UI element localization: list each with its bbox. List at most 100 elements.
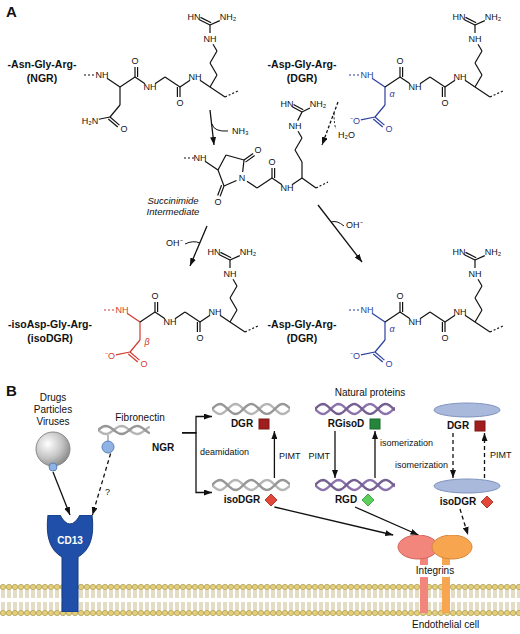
edge-label: isomerization xyxy=(379,438,434,448)
chemical-bond xyxy=(184,157,194,158)
chemical-bond xyxy=(140,312,155,322)
chemical-bond xyxy=(128,354,137,362)
panel-letter: A xyxy=(6,3,17,20)
intermediate-name: Succinimide Intermediate xyxy=(136,196,210,218)
atom-label: O xyxy=(385,124,392,134)
chemical-bond xyxy=(154,302,155,312)
chemical-bond xyxy=(373,119,382,127)
protein-strand xyxy=(98,426,150,434)
edge-label: isomerization xyxy=(394,460,449,470)
residue-marker xyxy=(264,493,278,507)
atom-label: NH xyxy=(409,317,422,327)
chemical-bond xyxy=(372,313,385,322)
protein-body xyxy=(434,403,500,417)
chemical-bond xyxy=(205,161,218,170)
chemical-bond xyxy=(442,322,443,332)
protein-strand xyxy=(315,404,395,414)
chemical-bond xyxy=(199,322,200,332)
protein-strand xyxy=(98,426,150,434)
connector-arrow xyxy=(355,507,419,535)
chemical-bond xyxy=(474,260,475,268)
atom-label: NH xyxy=(469,34,482,44)
atom-label: O xyxy=(441,333,448,343)
chemical-bond xyxy=(230,298,237,310)
integrin-stem xyxy=(420,553,428,613)
atom-label: NH xyxy=(289,121,302,131)
chemical-bond xyxy=(134,67,135,77)
chemical-bond xyxy=(475,63,482,75)
residue-diamond xyxy=(481,496,493,508)
chemical-bond xyxy=(197,322,198,332)
atom-label: NH xyxy=(361,70,374,80)
chemical-bond xyxy=(444,87,445,97)
particle xyxy=(36,432,70,466)
chemical-bond xyxy=(475,75,482,87)
atom-label: HN xyxy=(453,12,466,22)
atom-label: NH xyxy=(116,305,129,315)
protein-fiber: RGisoD xyxy=(315,402,395,431)
chemical-bond xyxy=(373,354,382,362)
chemical-bond xyxy=(233,279,237,286)
chemical-bond xyxy=(402,67,403,77)
fiber-icon xyxy=(212,402,290,416)
chemical-bond xyxy=(385,77,400,87)
atom-label: NH xyxy=(96,70,109,80)
chemical-bond xyxy=(490,91,503,97)
chemical-bond xyxy=(218,155,226,170)
connector-arrow xyxy=(484,433,485,478)
residue-marker xyxy=(361,493,375,507)
atom-label: HN xyxy=(188,12,201,22)
chemical-bond xyxy=(464,255,475,260)
integrin-stem xyxy=(442,553,450,613)
atom-label: NH₂ xyxy=(240,247,257,257)
chemical-bond xyxy=(490,326,503,332)
connector-arrow xyxy=(182,417,212,433)
chemical-bond xyxy=(210,51,217,63)
connector-arrow xyxy=(92,454,110,516)
chemical-bond xyxy=(108,119,117,127)
protein-body xyxy=(434,479,500,493)
chemical-bond xyxy=(218,185,222,195)
chemical-bond xyxy=(294,105,304,110)
chemical-bond xyxy=(271,168,272,178)
protein-blob: DGR xyxy=(432,402,502,433)
chemical-bond xyxy=(402,302,403,312)
ngr-ligand xyxy=(102,441,114,453)
residue-diamond xyxy=(362,494,374,506)
atom-label: ⁻O xyxy=(350,351,360,361)
atom-label: O xyxy=(385,359,392,369)
chemical-bond xyxy=(399,67,400,77)
chemical-bond xyxy=(302,178,316,188)
edge-label: deamidation xyxy=(199,447,250,457)
group-label: Natural proteins xyxy=(335,387,406,399)
edge-label: PIMT xyxy=(308,451,332,461)
chemical-bond xyxy=(466,17,477,22)
atom-label: HN xyxy=(281,99,294,109)
protein-strand xyxy=(315,480,395,490)
sphere-icon xyxy=(33,430,73,472)
carbon-position: α xyxy=(389,324,394,334)
atom-label: NH xyxy=(189,72,202,82)
particle-sphere: Drugs Particles Viruses xyxy=(18,392,88,472)
atom-label: NH₂ xyxy=(485,12,502,22)
node-label: CD13 xyxy=(38,535,102,547)
chemical-bond xyxy=(120,77,135,87)
chemical-bond xyxy=(474,25,475,33)
protein-strand xyxy=(212,404,290,414)
chemical-bond xyxy=(361,352,375,355)
residue-cube xyxy=(475,421,485,431)
atom-label: NH xyxy=(409,82,422,92)
connector-arrow xyxy=(460,509,468,535)
chemical-bond xyxy=(130,340,140,352)
chemical-bond xyxy=(127,313,140,322)
node-label: DGR xyxy=(231,418,253,430)
protein-fiber: DGR xyxy=(212,402,290,431)
atom-label: NH₂ xyxy=(220,12,237,22)
chemical-bond xyxy=(229,260,230,268)
chemical-bond xyxy=(475,51,482,63)
atom-label: O xyxy=(396,56,403,66)
leaving-group: NH₃ xyxy=(232,126,249,136)
atom-label: NH xyxy=(194,153,207,163)
chemical-bond xyxy=(209,25,210,33)
connector-arrow xyxy=(274,507,393,535)
